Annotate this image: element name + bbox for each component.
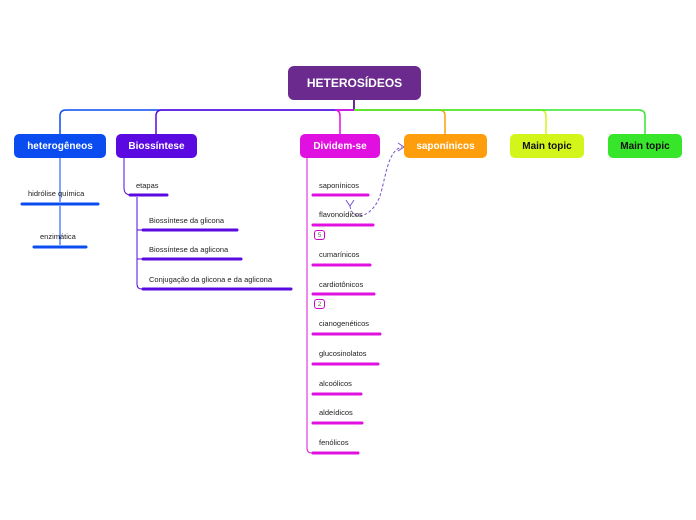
topic-main-topic-yellow[interactable]: Main topic — [510, 134, 584, 158]
subtopic-etapas[interactable]: etapas — [136, 181, 159, 190]
subtopic-hidrolise-quimica[interactable]: hidrólise química — [28, 189, 85, 198]
subtopic-cardiotonicos[interactable]: cardiotônicos — [319, 280, 364, 289]
topic-biossintese[interactable]: Biossíntese — [116, 134, 197, 158]
subtopic-biossintese-glicona[interactable]: Biossíntese da glicona — [149, 216, 225, 225]
topic-dividem-se[interactable]: Dividem-se — [300, 134, 380, 158]
subtopic-enzimatica[interactable]: enzimática — [40, 232, 76, 241]
collapsed-count-badge[interactable]: 2 — [314, 299, 325, 309]
subtopic-fenolicos[interactable]: fenólicos — [319, 438, 349, 447]
subtopic-aldeidicos[interactable]: aldeídicos — [319, 408, 353, 417]
subtopic-cianogeneticos[interactable]: cianogenéticos — [319, 319, 370, 328]
subtopic-cumarinicos[interactable]: cumarínicos — [319, 250, 360, 259]
topic-heterogeneos[interactable]: heterogêneos — [14, 134, 106, 158]
central-topic[interactable]: HETEROSÍDEOS — [288, 66, 421, 100]
subtopic-flavonoidicos[interactable]: flavonoídicos — [319, 210, 363, 219]
subtopic-alcoolicos[interactable]: alcoólicos — [319, 379, 352, 388]
topic-saponinicos[interactable]: saponínicos — [404, 134, 487, 158]
subtopic-glucosinolatos[interactable]: glucosinolatos — [319, 349, 367, 358]
topic-main-topic-green[interactable]: Main topic — [608, 134, 682, 158]
subtopic-conjugacao[interactable]: Conjugação da glicona e da aglicona — [149, 275, 273, 284]
collapsed-count-badge[interactable]: 5 — [314, 230, 325, 240]
subtopic-saponinicos[interactable]: saponínicos — [319, 181, 360, 190]
subtopic-biossintese-aglicona[interactable]: Biossíntese da aglicona — [149, 245, 229, 254]
